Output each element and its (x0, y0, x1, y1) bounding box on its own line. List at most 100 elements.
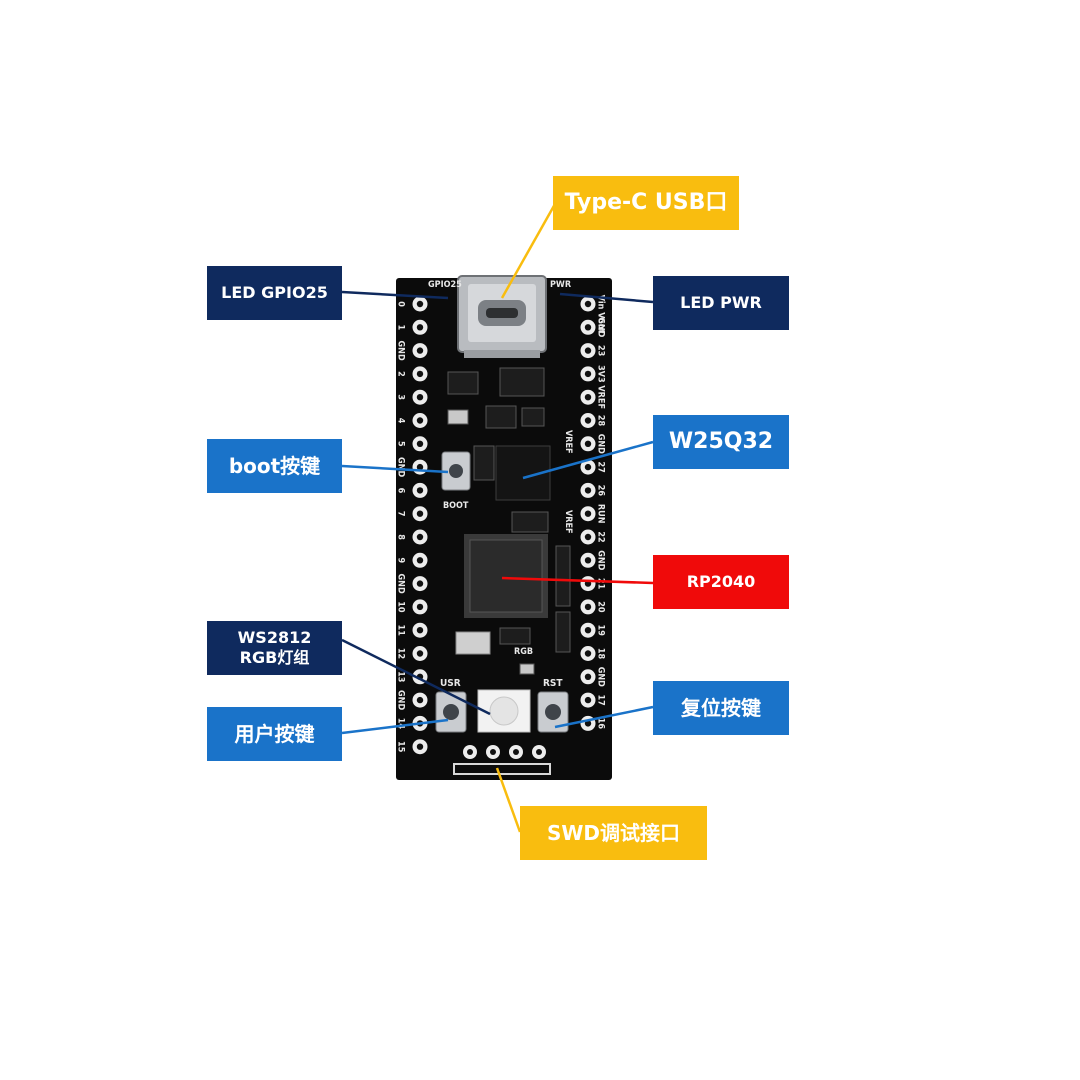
pin-hole (416, 650, 424, 657)
left-pin-label: 11 (396, 625, 406, 637)
right-pin-label: 22 (596, 531, 606, 542)
pin-hole (584, 370, 592, 378)
ws2812-led (477, 689, 531, 733)
right-pin-label: 28 (596, 415, 606, 427)
right-pin-label: GND (596, 434, 606, 454)
left-pin-label: 15 (396, 741, 406, 753)
left-pin-label: 2 (396, 371, 406, 377)
pin-hole (416, 417, 424, 424)
label-led-gpio25-text: LED GPIO25 (221, 283, 328, 302)
silk-rgb: RGB (514, 647, 533, 657)
right-pin-label: RUN (596, 504, 606, 524)
left-pin-label: 9 (396, 557, 406, 563)
label-rp2040: RP2040 (653, 555, 789, 609)
silk-vref-1: VREF (563, 430, 573, 454)
left-pin-label: 12 (396, 648, 406, 659)
pin-hole (584, 417, 592, 424)
right-pin-label: 17 (596, 694, 606, 705)
left-pin-label: GND (396, 574, 406, 594)
left-pin-label: 10 (396, 601, 406, 613)
right-pin-label: VREF (596, 385, 606, 409)
right-pin-label: 3V3 (596, 365, 606, 383)
label-ws2812: WS2812 RGB灯组 (207, 621, 342, 675)
pin-hole (584, 394, 592, 401)
pin-hole (584, 696, 592, 704)
label-type-c-usb: Type-C USB口 (553, 176, 739, 230)
pin-hole (584, 603, 592, 611)
pin-hole (584, 324, 592, 331)
left-pin-label: 7 (396, 511, 406, 517)
right-pin-label: 19 (596, 625, 606, 637)
usr-button (435, 691, 467, 733)
pin-hole (584, 300, 592, 308)
pin-hole (416, 533, 424, 541)
left-pin-label: GND (396, 457, 406, 477)
pin-hole (584, 533, 592, 541)
left-pin-label: 5 (396, 441, 406, 447)
silk-boot: BOOT (443, 501, 469, 511)
pin-hole (416, 487, 424, 494)
right-pin-label: 26 (596, 485, 606, 497)
pin-hole (416, 300, 424, 308)
right-pin-label: 27 (596, 461, 606, 472)
label-rp2040-text: RP2040 (686, 572, 756, 591)
pin-hole (416, 463, 424, 471)
swd-hole (490, 749, 496, 755)
label-reset-key-text: 复位按键 (681, 695, 761, 720)
pin-hole (416, 370, 424, 378)
pin-hole (416, 673, 424, 680)
right-pin-label: 21 (596, 578, 606, 590)
rst-button (537, 691, 569, 733)
rp2040-chip (464, 534, 548, 618)
right-pin-label: Vin Vout (596, 295, 606, 334)
pin-hole (584, 510, 592, 517)
pin-hole (416, 347, 424, 354)
right-pin-label: 18 (596, 648, 606, 660)
pin-hole (584, 463, 592, 471)
right-pin-label: GND (596, 550, 606, 570)
right-pin-label: 16 (596, 718, 606, 730)
right-pin-label: 20 (596, 601, 606, 613)
boot-button (441, 451, 471, 491)
swd-hole (513, 749, 519, 755)
label-user-key: 用户按键 (207, 707, 342, 761)
label-type-c-usb-text: Type-C USB口 (564, 190, 728, 216)
left-pin-label: 13 (396, 671, 406, 682)
label-w25q32-text: W25Q32 (668, 429, 774, 455)
label-boot-key: boot按键 (207, 439, 342, 493)
silk-vref-2: VREF (563, 510, 573, 534)
left-pin-label: 1 (396, 324, 406, 330)
left-pin-label: 14 (396, 718, 406, 730)
left-pin-label: GND (396, 341, 406, 361)
swd-hole (536, 749, 542, 755)
silk-rst: RST (543, 678, 563, 689)
pin-hole (416, 394, 424, 401)
right-pin-label: GND (596, 667, 606, 687)
silk-usr: USR (440, 678, 461, 689)
pin-hole (584, 557, 592, 564)
pin-hole (584, 673, 592, 680)
left-pin-label: 3 (396, 394, 406, 400)
label-led-pwr-text: LED PWR (680, 293, 762, 312)
left-pin-label: 4 (396, 418, 406, 424)
pin-hole (416, 324, 424, 331)
left-pin-label: 0 (396, 301, 406, 307)
pin-hole (416, 440, 424, 447)
right-pin-label: 23 (596, 345, 606, 356)
silk-gpio25: GPIO25 (428, 280, 462, 290)
pin-hole (416, 720, 424, 727)
left-pin-label: GND (396, 690, 406, 710)
left-pin-label: 6 (396, 488, 406, 494)
pin-hole (584, 650, 592, 657)
label-w25q32: W25Q32 (653, 415, 789, 469)
pin-hole (416, 603, 424, 611)
pin-holes (412, 296, 596, 759)
pin-hole (584, 347, 592, 354)
label-led-pwr: LED PWR (653, 276, 789, 330)
label-user-key-text: 用户按键 (234, 721, 315, 746)
pin-hole (584, 580, 592, 587)
silk-pwr: PWR (550, 280, 572, 290)
swd-hole (467, 749, 473, 755)
label-swd-text: SWD调试接口 (546, 820, 681, 845)
left-pin-label: 8 (396, 534, 406, 540)
